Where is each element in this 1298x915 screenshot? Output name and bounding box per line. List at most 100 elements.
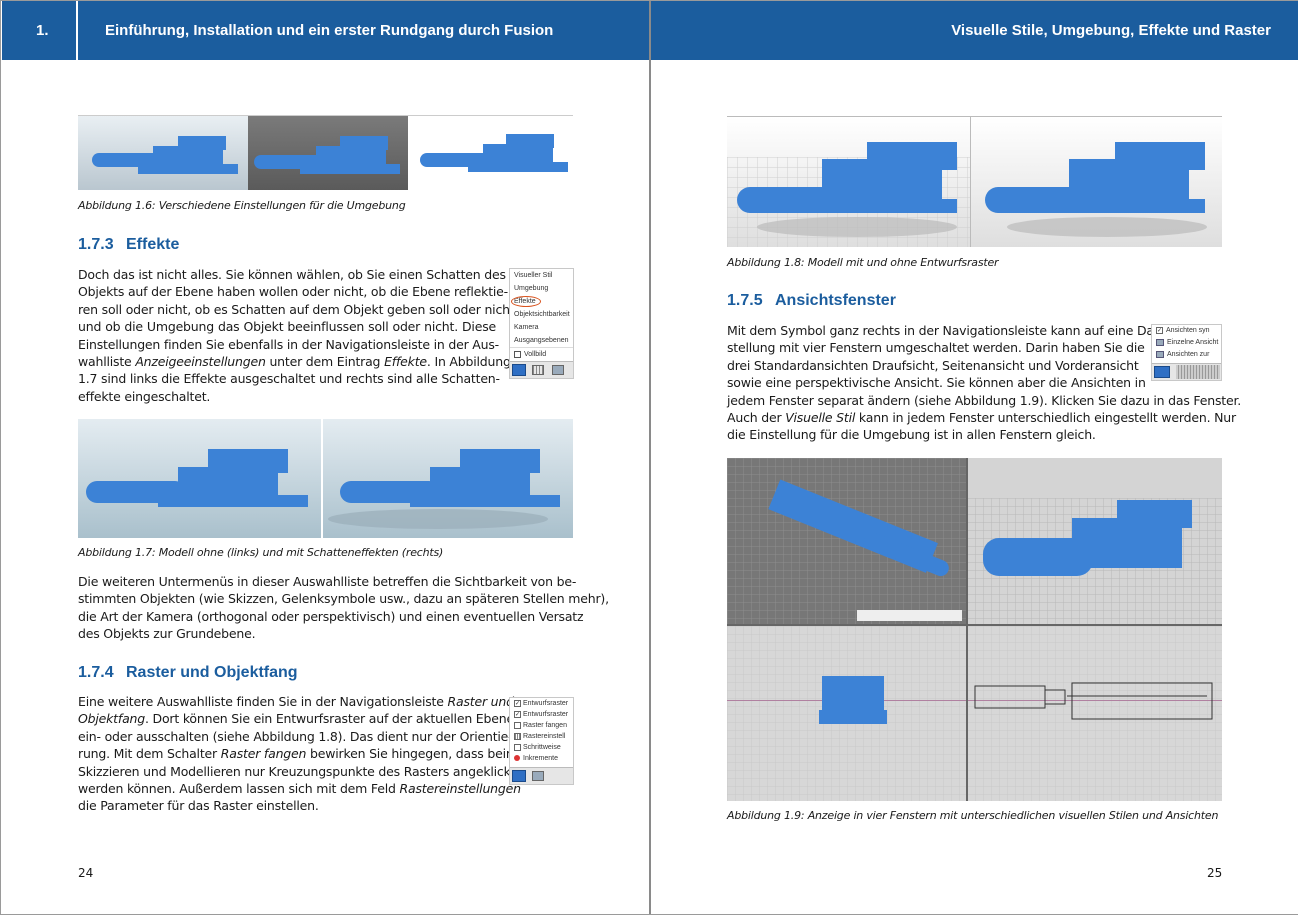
highlight-circle [511, 296, 541, 307]
chapter-number: 1. [36, 22, 49, 39]
viewports-icon[interactable] [552, 365, 564, 375]
checkbox-icon [514, 721, 521, 729]
section-number: 1.7.3 [78, 236, 114, 253]
figure-1-8-image [727, 117, 1222, 247]
left-header: 1. Einführung, Installation und ein erst… [2, 1, 649, 60]
section-number: 1.7.4 [78, 664, 114, 681]
nav-toolbar [1152, 363, 1221, 380]
text-line: 1.7 sind links die Effekte ausgeschaltet… [78, 371, 500, 387]
text-line: jedem Fenster separat ändern (siehe Abbi… [727, 392, 1242, 408]
figure-1-7-caption: Abbildung 1.7: Modell ohne (links) und m… [78, 546, 444, 559]
checkbox-checked-icon: ✓ [514, 710, 521, 718]
menu-item-effects[interactable]: Effekte [510, 295, 573, 308]
figure-1-6 [78, 115, 573, 190]
left-page: 1. Einführung, Installation und ein erst… [2, 1, 649, 914]
figure-1-7 [78, 419, 573, 538]
text-line: Skizzieren und Modellieren nur Kreuzungs… [78, 763, 516, 779]
menu-item-design-grid-checked[interactable]: ✓Entwurfsraster [514, 699, 569, 707]
viewports-menu: ✓Ansichten syn Einzelne Ansicht Ansichte… [1151, 324, 1222, 381]
multi-view-icon [1156, 350, 1164, 358]
text-line: des Objekts zur Grundebene. [78, 626, 256, 642]
menu-item-object-visibility[interactable]: Objektsichtbarkeit [514, 311, 570, 318]
nav-toolbar [510, 361, 573, 378]
text-line: Auch der Visuelle Stil kann in jedem Fen… [727, 410, 1236, 426]
figure-1-8-caption: Abbildung 1.8: Modell mit und ohne Entwu… [727, 256, 999, 269]
right-header: Visuelle Stile, Umgebung, Effekte und Ra… [651, 1, 1298, 60]
menu-item-visual-style[interactable]: Visueller Stil [514, 272, 553, 279]
menu-item-single-view[interactable]: Einzelne Ansicht [1152, 337, 1221, 349]
grid-icon[interactable] [512, 770, 526, 782]
menu-item-design-grid[interactable]: ✓Entwurfsraster [514, 710, 569, 718]
text-line: rung. Mit dem Schalter Raster fangen bew… [78, 746, 518, 762]
text-line: die Parameter für das Raster einstellen. [78, 798, 319, 814]
text-line: drei Standardansichten Draufsicht, Seite… [727, 357, 1139, 373]
checkbox-checked-icon: ✓ [514, 699, 521, 707]
paragraph-raster: Eine weitere Auswahlliste finden Sie in … [78, 693, 521, 815]
section-heading-1-7-3: 1.7.3 Effekte [78, 236, 179, 254]
right-page: Visuelle Stile, Umgebung, Effekte und Ra… [651, 1, 1298, 914]
paragraph-submenus: Die weiteren Untermenüs in dieser Auswah… [78, 573, 609, 643]
text-line: Die weiteren Untermenüs in dieser Auswah… [78, 574, 577, 589]
grid-settings-icon [514, 732, 521, 740]
grid-icon[interactable] [532, 365, 544, 375]
display-settings-icon[interactable] [512, 364, 526, 376]
figure-1-9 [727, 458, 1222, 801]
figure-1-6-image [78, 116, 573, 190]
text-line: Einstellungen finden Sie ebenfalls in de… [78, 336, 499, 352]
page-number: 25 [1207, 866, 1223, 880]
menu-item-grid-settings[interactable]: Rastereinstell [510, 731, 573, 742]
section-title: Raster und Objektfang [126, 664, 298, 681]
text-line: Eine weitere Auswahlliste finden Sie in … [78, 694, 514, 709]
text-line: sowie eine perspektivische Ansicht. Sie … [727, 375, 1146, 391]
figure-1-9-caption: Abbildung 1.9: Anzeige in vier Fenstern … [727, 809, 1219, 822]
section-title: Ansichtsfenster [775, 292, 896, 309]
text-line: Doch das ist nicht alles. Sie können wäh… [78, 267, 506, 282]
text-line: wahlliste Anzeigeeinstellungen unter dem… [78, 354, 511, 370]
text-line: ein- oder ausschalten (siehe Abbildung 1… [78, 728, 513, 744]
checkbox-checked-icon: ✓ [1156, 326, 1163, 334]
display-settings-menu: Visueller Stil Umgebung Effekte Objektsi… [509, 268, 574, 379]
text-line: Objektfang. Dort können Sie ein Entwurfs… [78, 711, 514, 727]
text-line: die Art der Kamera (orthogonal oder pers… [78, 608, 584, 624]
menu-item-snap-to-grid[interactable]: Raster fangen [510, 720, 573, 731]
menu-item-incremental[interactable]: Schrittweise [510, 742, 573, 753]
section-heading-1-7-4: 1.7.4 Raster und Objektfang [78, 664, 298, 682]
figure-1-8 [727, 116, 1222, 247]
text-line: effekte eingeschaltet. [78, 388, 211, 404]
menu-item-environment[interactable]: Umgebung [514, 285, 549, 292]
text-line: die Einstellung für die Umgebung ist in … [727, 427, 1096, 443]
text-line: ren soll oder nicht, ob es Schatten auf … [78, 301, 515, 317]
figure-1-7-image [78, 419, 573, 538]
paragraph-effekte: Doch das ist nicht alles. Sie können wäh… [78, 266, 515, 405]
text-line: Objekts auf der Ebene haben wollen oder … [78, 284, 508, 300]
increment-icon [514, 755, 520, 762]
nav-toolbar [510, 767, 573, 784]
menu-item-reset-views[interactable]: Ansichten zur [1152, 349, 1221, 361]
text-line: stimmten Objekten (wie Skizzen, Gelenksy… [78, 591, 609, 607]
running-title: Visuelle Stile, Umgebung, Effekte und Ra… [951, 22, 1271, 39]
page-number: 24 [78, 866, 94, 880]
figure-1-9-image [727, 458, 1222, 801]
menu-item-camera[interactable]: Kamera [514, 324, 539, 331]
header-divider [76, 1, 78, 60]
checkbox-icon [514, 743, 521, 751]
section-heading-1-7-5: 1.7.5 Ansichtsfenster [727, 292, 896, 310]
single-view-icon [1156, 338, 1164, 346]
menu-item-fullscreen[interactable]: Vollbild [510, 347, 573, 360]
viewports-icon[interactable] [1154, 366, 1170, 378]
toolbar-background [1176, 365, 1220, 379]
section-number: 1.7.5 [727, 292, 763, 309]
menu-item-ground-plane[interactable]: Ausgangsebenen [514, 337, 569, 344]
text-line: Mit dem Symbol ganz rechts in der Naviga… [727, 323, 1163, 338]
chapter-title: Einführung, Installation und ein erster … [105, 22, 554, 39]
figure-1-6-caption: Abbildung 1.6: Verschiedene Einstellunge… [78, 199, 406, 212]
page-gutter [649, 1, 651, 914]
text-line: werden können. Außerdem lassen sich mit … [78, 781, 521, 797]
paragraph-ansichtsfenster: Mit dem Symbol ganz rechts in der Naviga… [727, 322, 1242, 444]
viewports-icon[interactable] [532, 771, 544, 781]
section-title: Effekte [126, 236, 180, 253]
text-line: und ob die Umgebung das Objekt beeinflus… [78, 319, 496, 335]
menu-item-increments[interactable]: Inkremente [510, 753, 573, 764]
menu-item-sync-views[interactable]: ✓Ansichten syn [1156, 326, 1210, 334]
